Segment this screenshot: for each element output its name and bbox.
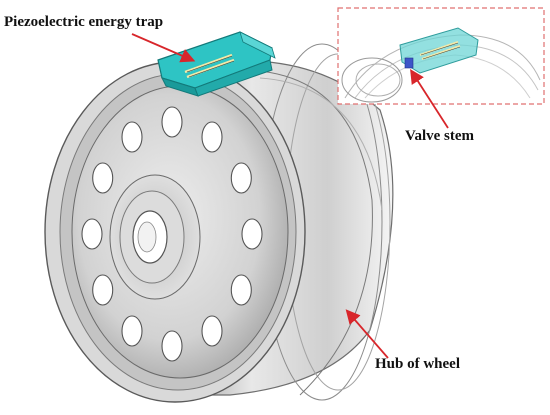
- label-hub-of-wheel: Hub of wheel: [375, 356, 461, 372]
- arrow-hub: [345, 309, 389, 359]
- wheel-hole: [201, 121, 223, 153]
- wheel-hole: [241, 218, 263, 250]
- wheel-hole: [161, 106, 183, 138]
- annotation-arrows: [131, 33, 449, 359]
- wheel-hole: [121, 121, 143, 153]
- wheel-hole: [92, 274, 114, 306]
- wheel-hole: [92, 162, 114, 194]
- arrow-valve-stem: [410, 68, 449, 129]
- wheel-hole: [230, 162, 252, 194]
- wheel-hole: [201, 315, 223, 347]
- label-piezo-trap: Piezoelectric energy trap: [4, 14, 164, 30]
- wheel-holes: [81, 106, 263, 362]
- wheel-hole: [230, 274, 252, 306]
- wheel-hole: [121, 315, 143, 347]
- arrow-piezo-trap: [131, 33, 196, 63]
- inset-detail: [337, 7, 545, 105]
- label-valve-stem: Valve stem: [405, 128, 475, 144]
- piezo-device: [157, 31, 276, 97]
- wheel-hole: [161, 330, 183, 362]
- wheel-hole: [81, 218, 103, 250]
- wheel-center-hub: [109, 174, 201, 300]
